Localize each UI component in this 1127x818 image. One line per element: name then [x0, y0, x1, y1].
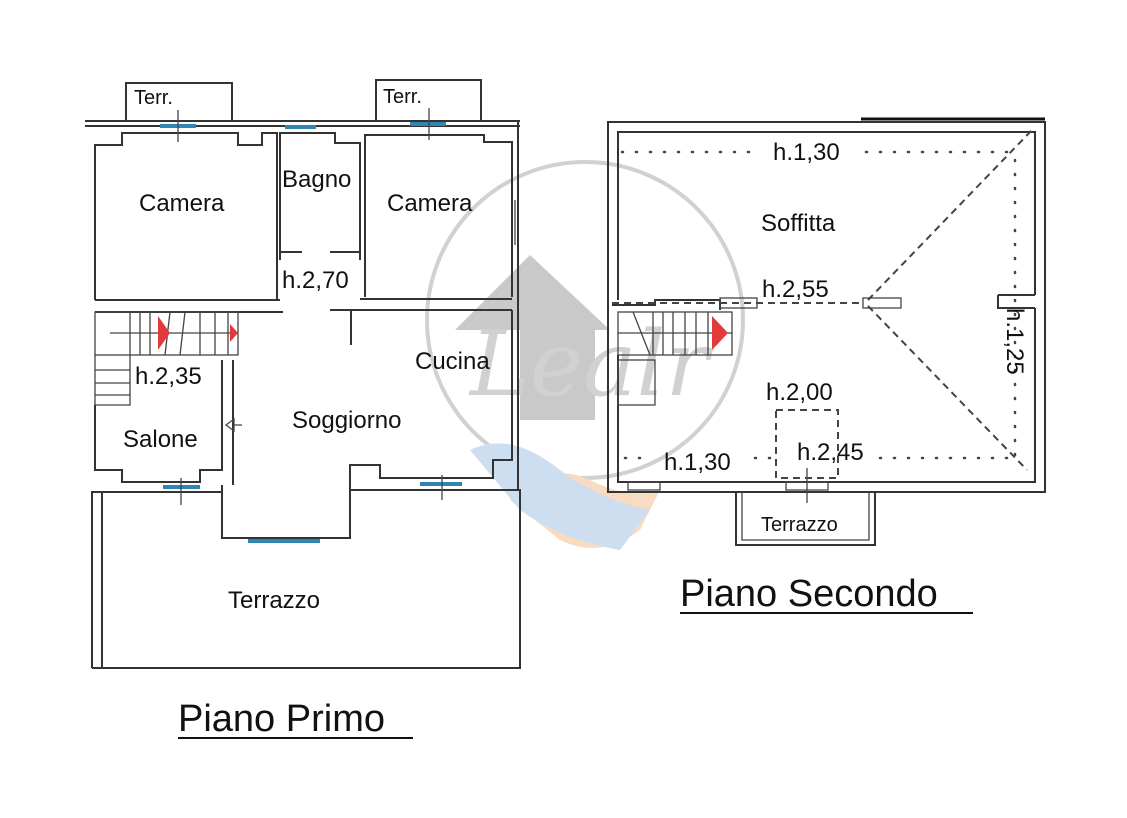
height-label: h.1,25 — [1001, 308, 1028, 375]
room-label-terr-right: Terr. — [383, 86, 422, 108]
room-label-camera-left: Camera — [139, 190, 225, 217]
room-label-cucina: Cucina — [415, 348, 490, 375]
piano-secondo-labels: h.1,30 Soffitta h.2,55 h.1,25 h.2,00 h.1… — [664, 139, 1028, 615]
height-label: h.2,45 — [797, 439, 864, 466]
height-label: h.1,30 — [773, 139, 840, 166]
room-label-camera-right: Camera — [387, 190, 473, 217]
room-label-soggiorno: Soggiorno — [292, 407, 401, 434]
height-label: h.1,30 — [664, 449, 731, 476]
height-label: h.2,55 — [762, 276, 829, 303]
room-label-salone: Salone — [123, 426, 198, 453]
height-label: h.2,35 — [135, 363, 202, 390]
piano-secondo-walls — [607, 117, 1046, 546]
height-label: h.2,00 — [766, 379, 833, 406]
height-label: h.2,70 — [282, 267, 349, 294]
room-label-bagno: Bagno — [282, 166, 351, 193]
stairs-secondo — [617, 311, 733, 406]
logo-text: Lealr — [468, 312, 713, 417]
stair-arrow-icon — [712, 316, 728, 350]
agency-logo-watermark: Lealr — [425, 160, 745, 550]
floor-title-secondo: Piano Secondo — [680, 573, 938, 615]
stair-arrow-icon — [158, 316, 170, 350]
piano-primo-labels: Terr. Terr. Camera Bagno Camera h.2,70 h… — [123, 86, 490, 740]
room-label-terrazzo: Terrazzo — [228, 587, 320, 614]
piano-primo-walls — [85, 79, 521, 669]
room-label-terrazzo: Terrazzo — [761, 514, 838, 536]
room-label-terr-left: Terr. — [134, 87, 173, 109]
floor-title-primo: Piano Primo — [178, 698, 385, 740]
stairs-primo — [94, 311, 239, 406]
room-label-soffitta: Soffitta — [761, 210, 836, 237]
stair-arrow-icon — [230, 324, 238, 342]
